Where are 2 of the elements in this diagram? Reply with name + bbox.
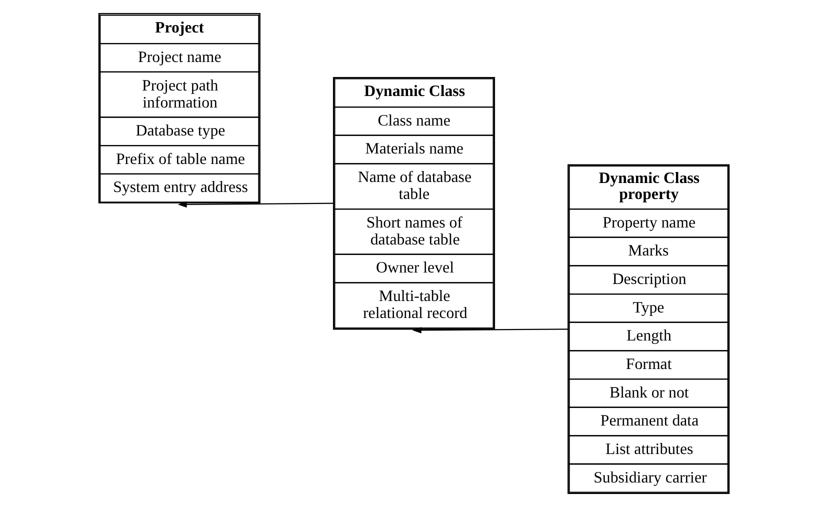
arrow	[178, 200, 334, 208]
arrow	[412, 326, 568, 333]
